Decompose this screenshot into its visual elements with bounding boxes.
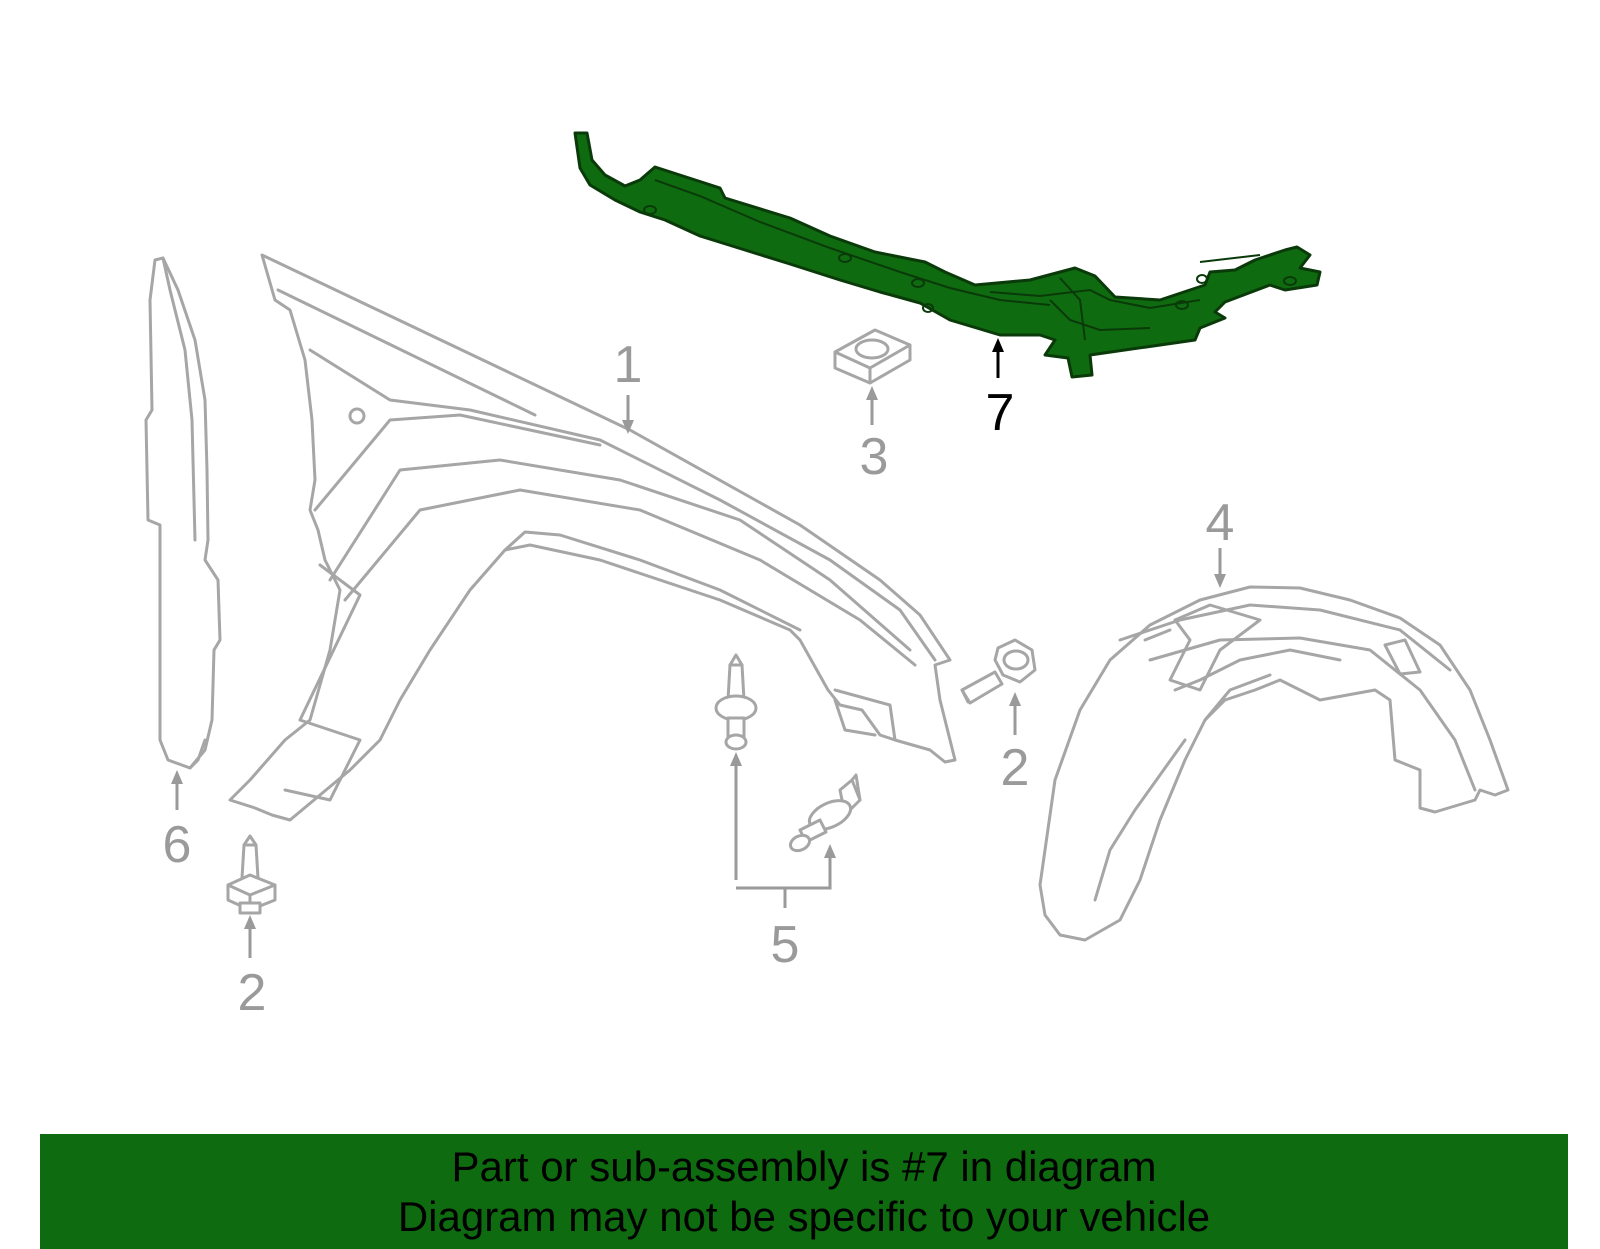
push-pin-icon <box>714 653 758 751</box>
fender-drawing <box>228 253 957 822</box>
callout-2-right: 2 <box>1001 739 1030 797</box>
splash-shield-drawing <box>144 256 222 770</box>
callout-4: 4 <box>1206 494 1235 552</box>
callout-6: 6 <box>163 816 192 874</box>
callout-2-left: 2 <box>238 964 267 1022</box>
parts-diagram: 7 6 1 3 <box>144 131 1510 1022</box>
nut-icon <box>833 328 912 385</box>
push-pin-icon <box>788 773 862 853</box>
callout-3: 3 <box>860 428 889 486</box>
bolt-icon <box>960 638 1037 705</box>
banner-line-2: Diagram may not be specific to your vehi… <box>397 1192 1211 1240</box>
callout-5: 5 <box>771 916 800 974</box>
support-bracket-drawing[interactable] <box>573 131 1322 379</box>
info-banner: Part or sub-assembly is #7 in diagram Di… <box>40 1134 1568 1249</box>
banner-line-1: Part or sub-assembly is #7 in diagram <box>451 1142 1157 1190</box>
callout-1: 1 <box>614 336 643 394</box>
bolt-icon <box>226 834 277 915</box>
callout-7: 7 <box>986 384 1015 442</box>
wheel-liner-drawing <box>1038 585 1510 942</box>
